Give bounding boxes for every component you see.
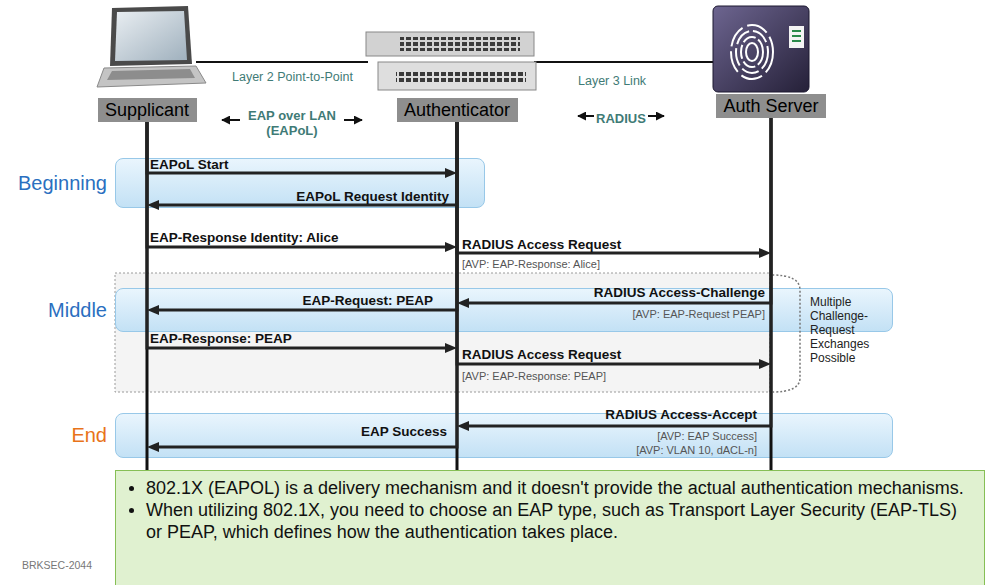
actor-name: Auth Server: [723, 94, 818, 118]
message-label: EAPoL Start: [150, 157, 229, 172]
message-arrow: [457, 122, 763, 253]
phase-label: End: [71, 424, 107, 447]
label-holder: RADIUS: [591, 109, 651, 127]
laptop-bezel: [110, 6, 192, 66]
phase-label-holder: Middle: [48, 289, 107, 331]
label-holder: BRKSEC-2044: [22, 559, 92, 571]
message-label-holder: EAP-Response Identity: Alice: [150, 230, 339, 245]
fingerprint: [741, 37, 763, 67]
network-link: [196, 61, 368, 63]
actor-name: Authenticator: [404, 98, 510, 122]
laptop-base: [97, 66, 206, 87]
fingerprint: [731, 25, 773, 79]
avp-label: [AVP: EAP-Response: PEAP]: [462, 370, 606, 382]
label-holder: [AVP: VLAN 10, dACL-n]: [636, 444, 757, 456]
laptop-screen: [115, 11, 187, 61]
actor-box: Authenticator: [397, 98, 518, 122]
message-label-holder: EAP-Request: PEAP: [302, 293, 433, 308]
message-label-holder: RADIUS Access-Challenge: [594, 285, 765, 300]
bracket: [772, 275, 800, 392]
link-label: Layer 2 Point-to-Point: [232, 70, 353, 84]
phase-label: Beginning: [18, 172, 107, 195]
label-holder: [AVP: EAP-Response: PEAP]: [462, 370, 606, 382]
message-label: EAP-Request: PEAP: [302, 293, 433, 308]
link-label: Layer 3 Link: [578, 74, 646, 88]
server-body: [713, 6, 809, 92]
message-label: RADIUS Access Request: [462, 237, 621, 252]
avp-label: [AVP: EAP-Response: Alice]: [462, 258, 600, 270]
switch-body: [366, 32, 534, 56]
message-arrow: [147, 122, 449, 348]
message-label-holder: RADIUS Access Request: [462, 347, 621, 362]
server-panel-lines: [792, 31, 801, 41]
label-holder: Multiple Challenge-Request Exchanges Pos…: [810, 295, 892, 365]
label-holder: Layer 2 Point-to-Point: [232, 70, 353, 84]
fingerprint: [736, 31, 768, 73]
label-holder: EAP over LAN (EAPoL): [240, 108, 344, 139]
laptop-keyboard: [107, 69, 195, 80]
switch-ports: [396, 70, 526, 84]
actor-box: Supplicant: [98, 98, 197, 122]
message-label-holder: EAP-Response: PEAP: [150, 331, 292, 346]
message-label: EAPoL Request Identity: [296, 189, 449, 204]
session-code: BRKSEC-2044: [22, 559, 92, 571]
message-label: EAP-Response Identity: Alice: [150, 230, 339, 245]
phase-band: End: [115, 413, 893, 458]
note-box: 802.1X (EAPOL) is a delivery mechanism a…: [115, 470, 985, 585]
server-panel: [789, 26, 804, 48]
message-label-holder: EAP Success: [361, 424, 447, 439]
label-holder: [AVP: EAP-Request PEAP]: [633, 308, 765, 320]
switch-ports: [400, 37, 520, 51]
message-arrow: [465, 118, 771, 303]
message-label: RADIUS Access-Accept: [605, 407, 757, 422]
message-label-holder: RADIUS Access-Accept: [605, 407, 757, 422]
bullet-text: 802.1X (EAPOL) is a delivery mechanism a…: [116, 477, 974, 499]
protocol-label: RADIUS: [594, 111, 648, 126]
label-holder: [AVP: EAP Success]: [657, 430, 757, 442]
message-arrow: [155, 122, 457, 310]
avp-label: [AVP: EAP-Request PEAP]: [633, 308, 765, 320]
phase-label: Middle: [48, 299, 107, 322]
message-label-holder: RADIUS Access Request: [462, 237, 621, 252]
protocol-label: EAP over LAN (EAPoL): [240, 108, 344, 138]
fingerprint: [746, 43, 758, 61]
actor-name: Supplicant: [105, 98, 189, 122]
message-label-holder: EAPoL Request Identity: [296, 189, 449, 204]
message-label-holder: EAPoL Start: [150, 157, 229, 172]
message-label: EAP-Response: PEAP: [150, 331, 292, 346]
phase-label-holder: Beginning: [18, 159, 107, 207]
avp-label: [AVP: EAP Success]: [657, 430, 757, 442]
phase-label-holder: End: [71, 414, 107, 457]
message-arrow: [457, 122, 763, 364]
avp-label: [AVP: VLAN 10, dACL-n]: [636, 444, 757, 456]
switch-body: [378, 62, 536, 90]
side-note: Multiple Challenge-Request Exchanges Pos…: [810, 295, 892, 365]
bullet-text: When utilizing 802.1X, you need to choos…: [116, 499, 974, 543]
message-label: EAP Success: [361, 424, 447, 439]
message-label: RADIUS Access-Challenge: [594, 285, 765, 300]
actor-box: Auth Server: [716, 94, 826, 118]
label-holder: [AVP: EAP-Response: Alice]: [462, 258, 600, 270]
message-label: RADIUS Access Request: [462, 347, 621, 362]
network-link: [534, 61, 714, 63]
label-holder: Layer 3 Link: [578, 74, 646, 88]
message-arrow: [147, 122, 449, 247]
